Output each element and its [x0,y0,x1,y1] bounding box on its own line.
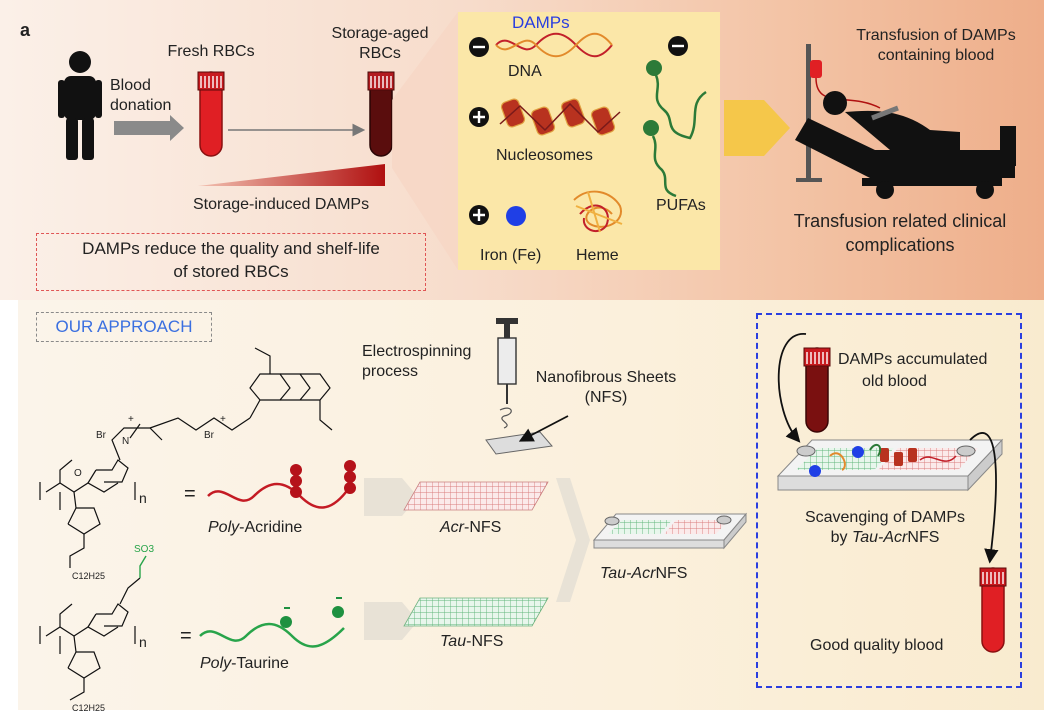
storage-induced-label: Storage-induced DAMPs [193,196,370,213]
transfusion-label-1: Transfusion of DAMPs [856,27,1016,44]
hospital-bed-icon [795,44,1016,199]
damps-title: DAMPs [512,13,570,32]
our-approach-label: OUR APPROACH [55,317,193,336]
fresh-rbc-tube-icon [197,71,225,157]
tau-acr-nfs-label: Tau-AcrNFS [600,564,687,584]
scavenging-label-1: Scavenging of DAMPs [804,509,966,526]
chem-o: O [74,468,82,479]
our-approach-box [36,312,212,342]
poly-taurine-polymer-icon [199,597,345,648]
poly-taurine-italic: Poly [200,655,232,672]
blood-donation-label-1: Blood [110,77,151,94]
acr-nfs-suffix: -NFS [464,519,502,536]
flow-arrow-in [777,333,807,443]
storage-wedge [198,164,385,186]
tau-nfs-sheet [403,597,549,627]
iron-label: Iron (Fe) [480,247,542,264]
poly-acridine-suffix: -Acridine [239,519,303,536]
scavenging-tau-acr: Tau-Acr [851,529,908,546]
chem-so3: SO3 [134,544,155,555]
scavenging-nfs: NFS [907,529,940,546]
tau-nfs-italic: Tau [440,633,467,650]
acr-nfs-sheet [403,481,549,511]
aged-rbc-tube-icon [367,71,395,157]
chem-br-2: Br [204,430,214,441]
nfs-label-2: (NFS) [584,389,628,406]
chem-br-1: Br [96,430,106,441]
iron-icon [469,205,526,226]
tau-acr-device-icon [592,512,748,550]
old-blood-label-1: DAMPs accumulated [838,351,988,368]
transfusion-arrow [724,100,790,156]
blood-donation-label-2: donation [110,97,172,114]
chem-c12h25-1: C12H25 [72,571,106,581]
heme-label: Heme [576,247,619,264]
scavenging-by: by [830,529,852,546]
dna-label: DNA [508,63,542,80]
scavenging-label-2: by Tau-AcrNFS [790,528,980,548]
person-icon [58,51,102,160]
equals-sign-1: = [184,483,196,505]
complications-label-1: Transfusion related clinical [793,211,1007,231]
acr-nfs-italic: Acr [440,519,464,536]
chem-plus-2: + [220,414,226,425]
damps-reduce-line-1: DAMPs reduce the quality and shelf-life [82,239,380,258]
repeat-n-2: n [139,634,147,650]
fresh-rbcs-label: Fresh RBCs [167,43,255,60]
donation-arrow [114,115,184,141]
old-blood-tube-icon [803,347,831,433]
poly-acridine-structure [39,347,333,568]
poly-taurine-structure [39,577,141,701]
damps-reduce-line-2: of stored RBCs [173,262,289,281]
poly-acridine-polymer-icon [207,460,356,509]
poly-acridine-italic: Poly [208,519,240,536]
electrospinning-label-1: Electrospinning [362,343,472,360]
tau-nfs-label: Tau-NFS [440,632,503,652]
pufas-icon [643,36,707,198]
combine-arrow [556,478,590,602]
damps-reduce-box [36,233,426,291]
tau-acr-italic: Tau-Acr [600,565,656,582]
tau-arrow [364,602,418,640]
acr-nfs-label: Acr-NFS [440,518,501,538]
flow-arrow-out [969,432,999,564]
scavenging-box [756,313,1022,688]
storage-aged-label-1: Storage-aged [331,25,429,42]
old-blood-label-2: old blood [862,373,927,390]
acr-arrow [364,478,418,516]
tau-nfs-suffix: -NFS [466,633,504,650]
chem-c12h25-2: C12H25 [72,703,106,713]
complications-label-2: complications [845,235,955,255]
heme-icon [573,190,623,233]
chem-n: N [122,436,130,447]
storage-aged-label-2: RBCs [359,45,401,62]
tau-acr-suffix: NFS [655,565,688,582]
pufas-label: PUFAs [656,197,706,214]
repeat-n-1: n [139,490,147,506]
taurine-sulfonate [139,555,147,578]
poly-acridine-label: Poly-Acridine [208,518,302,538]
poly-taurine-suffix: -Taurine [231,655,289,672]
nfs-label-1: Nanofibrous Sheets [535,369,677,386]
dna-icon [469,32,613,58]
chem-plus-1: + [128,414,134,425]
panel-label: a [20,20,31,40]
good-blood-label: Good quality blood [810,637,944,654]
nucleosomes-icon [469,98,621,136]
zoom-trapezoid [392,12,458,270]
equals-sign-2: = [180,625,192,647]
syringe-icon [485,318,569,455]
transfusion-label-2: containing blood [877,47,995,64]
poly-taurine-label: Poly-Taurine [200,654,289,674]
nucleosomes-label: Nucleosomes [496,147,593,164]
electrospinning-label-2: process [362,363,419,380]
good-blood-tube-icon [979,567,1007,653]
